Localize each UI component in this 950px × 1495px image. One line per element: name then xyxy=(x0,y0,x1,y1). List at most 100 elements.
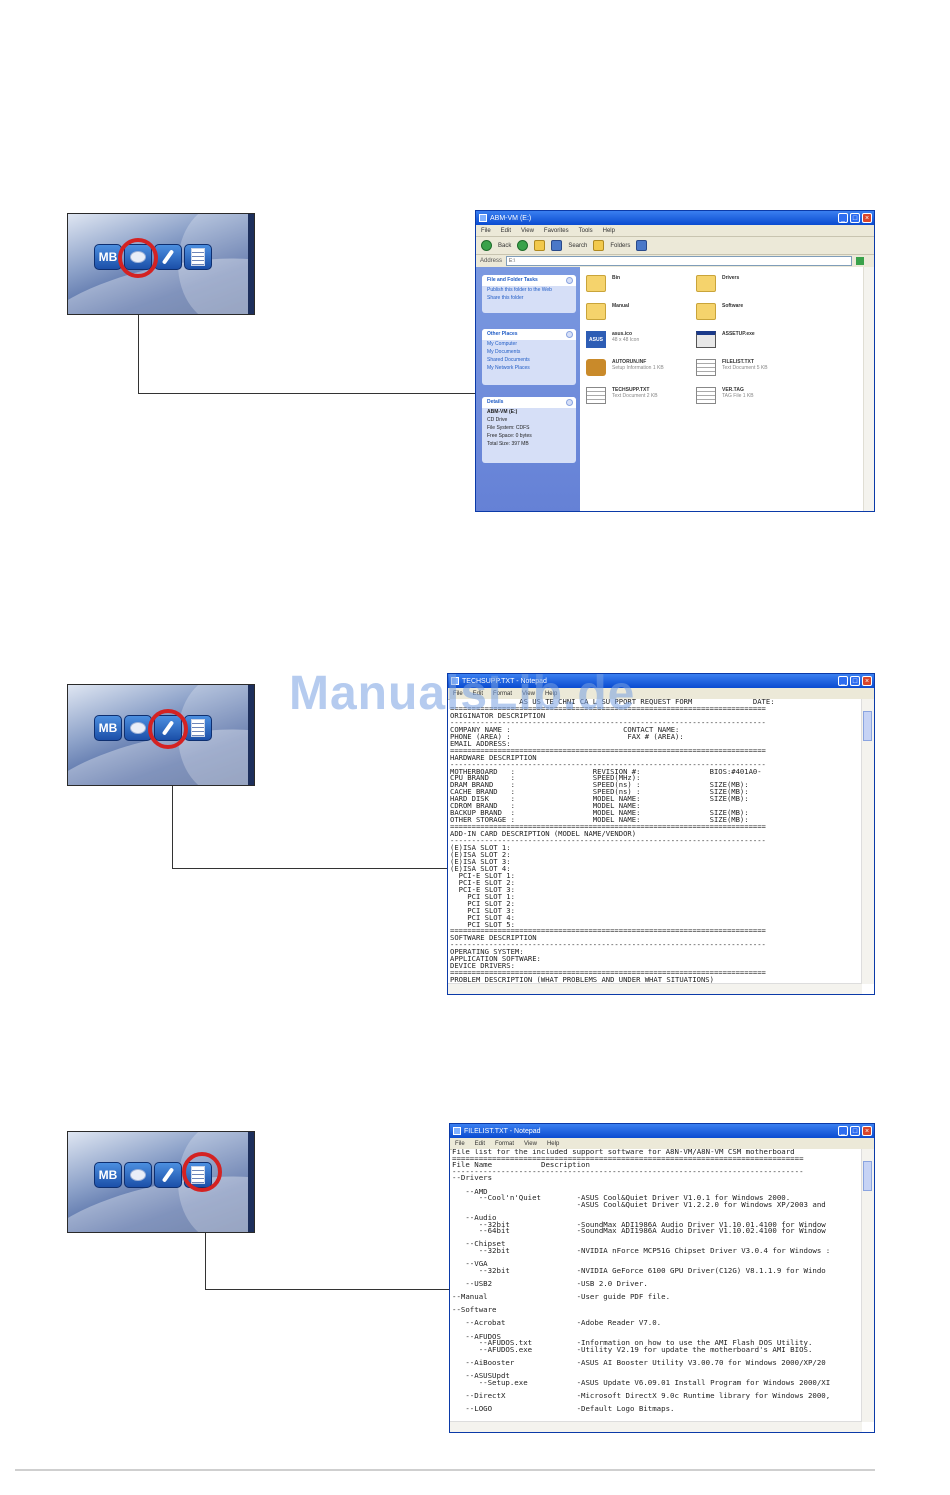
address-input[interactable]: E:\ xyxy=(506,256,852,266)
minimize-button[interactable]: _ xyxy=(838,676,848,686)
mb-icon[interactable]: MB xyxy=(94,244,122,270)
notepad-text-area[interactable]: AS US TE CHNI CA L SU PPORT REQUEST FORM… xyxy=(450,699,862,984)
menu-edit[interactable]: Edit xyxy=(472,690,484,697)
launcher-panel-filelist: MB xyxy=(67,1131,255,1233)
menu-help[interactable]: Help xyxy=(602,227,615,234)
maximize-button[interactable]: □ xyxy=(850,676,860,686)
text-line: --AiBooster -ASUS AI Booster Utility V3.… xyxy=(452,1358,826,1367)
folders-icon[interactable] xyxy=(593,240,605,251)
utility-icon[interactable] xyxy=(154,1162,182,1188)
close-button[interactable]: × xyxy=(862,676,872,686)
text-line: PCI SLOT 1: xyxy=(450,891,515,901)
folders-button[interactable]: Folders xyxy=(610,242,631,249)
menu-favorites[interactable]: Favorites xyxy=(543,227,569,234)
notepad-text-area[interactable]: File list for the included support softw… xyxy=(452,1149,862,1422)
text-line: DRAM BRAND : SPEED(ns) : SIZE(MB): xyxy=(450,780,749,790)
menu-view[interactable]: View xyxy=(524,1140,537,1147)
details-line: Free Space: 0 bytes xyxy=(487,433,532,439)
place-link[interactable]: My Network Places xyxy=(487,365,530,371)
menu-format[interactable]: Format xyxy=(493,690,513,697)
views-icon[interactable] xyxy=(636,240,648,251)
minimize-button[interactable]: _ xyxy=(838,213,848,223)
text-line xyxy=(452,1367,862,1374)
text-line: ========================================… xyxy=(450,703,766,713)
collapse-icon[interactable] xyxy=(566,331,573,338)
task-link[interactable]: Publish this folder to the Web xyxy=(487,287,552,293)
text-line: --AFUDOS.txt -Information on how to use … xyxy=(452,1338,813,1348)
text-line: SOFTWARE DESCRIPTION xyxy=(450,933,537,943)
file-folder-tasks: File and Folder Tasks Publish this folde… xyxy=(482,275,576,313)
minimize-button[interactable]: _ xyxy=(838,1126,848,1136)
back-button[interactable]: Back xyxy=(498,242,512,249)
menu-help[interactable]: Help xyxy=(546,1140,560,1147)
scroll-thumb[interactable] xyxy=(863,711,872,741)
menu-help[interactable]: Help xyxy=(544,690,558,697)
text-line: CDROM BRAND : MODEL NAME: xyxy=(450,801,641,811)
notepad-titlebar[interactable]: TECHSUPP.TXT - Notepad _ □ × xyxy=(448,674,874,688)
search-button[interactable]: Search xyxy=(568,242,588,249)
text-line: OTHER STORAGE : MODEL NAME: SIZE(MB): xyxy=(450,815,749,825)
text-line: -ASUS Cool&Quiet Driver V1.2.2.0 for Win… xyxy=(452,1199,826,1209)
menu-file[interactable]: File xyxy=(455,1140,465,1147)
menu-format[interactable]: Format xyxy=(495,1140,515,1147)
text-line: PCI SLOT 4: xyxy=(450,912,515,922)
mb-icon[interactable]: MB xyxy=(94,1162,122,1188)
manual-icon[interactable] xyxy=(184,715,212,741)
file-item[interactable]: ASSETUP.exe xyxy=(696,329,796,355)
cd-icon[interactable] xyxy=(124,1162,152,1188)
collapse-icon[interactable] xyxy=(566,399,573,406)
close-button[interactable]: × xyxy=(862,213,872,223)
text-line: --Audio xyxy=(452,1212,497,1222)
folder-item[interactable]: Manual xyxy=(586,301,686,327)
text-line xyxy=(452,1208,862,1215)
text-line: --Manual -User guide PDF file. xyxy=(452,1292,671,1302)
asus-icon: ASUS xyxy=(586,331,606,348)
folder-item[interactable]: Bin xyxy=(586,273,686,299)
folder-item[interactable]: Drivers xyxy=(696,273,796,299)
text-line: PROBLEM DESCRIPTION (WHAT PROBLEMS AND U… xyxy=(450,975,714,984)
notepad-titlebar[interactable]: FILELIST.TXT - Notepad _ □ × xyxy=(450,1124,874,1138)
scroll-thumb[interactable] xyxy=(863,1161,872,1191)
collapse-icon[interactable] xyxy=(566,277,573,284)
task-link[interactable]: Share this folder xyxy=(487,295,524,301)
utility-icon[interactable] xyxy=(154,244,182,270)
mb-icon[interactable]: MB xyxy=(94,715,122,741)
go-icon[interactable] xyxy=(856,257,864,265)
folder-item[interactable]: Software xyxy=(696,301,796,327)
up-folder-icon[interactable] xyxy=(534,240,546,251)
maximize-button[interactable]: □ xyxy=(850,213,860,223)
menu-edit[interactable]: Edit xyxy=(500,227,512,234)
menu-view[interactable]: View xyxy=(521,227,534,234)
manual-icon[interactable] xyxy=(184,244,212,270)
vertical-scrollbar[interactable] xyxy=(861,1149,874,1422)
close-button[interactable]: × xyxy=(862,1126,872,1136)
menu-tools[interactable]: Tools xyxy=(578,227,593,234)
horizontal-scrollbar[interactable] xyxy=(448,983,862,994)
back-icon[interactable] xyxy=(481,240,492,251)
place-link[interactable]: Shared Documents xyxy=(487,357,530,363)
maximize-button[interactable]: □ xyxy=(850,1126,860,1136)
text-line: --AMD xyxy=(452,1186,488,1196)
search-icon[interactable] xyxy=(551,240,563,251)
details-line: File System: CDFS xyxy=(487,425,530,431)
explorer-titlebar[interactable]: ABM-VM (E:) _ □ × xyxy=(476,211,874,225)
place-link[interactable]: My Computer xyxy=(487,341,518,347)
forward-icon[interactable] xyxy=(517,240,529,251)
horizontal-scrollbar[interactable] xyxy=(450,1421,862,1432)
menu-file[interactable]: File xyxy=(481,227,491,234)
vertical-scrollbar[interactable] xyxy=(861,699,874,984)
text-line: --LOGO -Default Logo Bitmaps. xyxy=(452,1404,675,1414)
text-line: --Software xyxy=(452,1305,497,1315)
menu-edit[interactable]: Edit xyxy=(474,1140,486,1147)
place-link[interactable]: My Documents xyxy=(487,349,521,355)
text-line: ADD-IN CARD DESCRIPTION (MODEL NAME/VEND… xyxy=(450,829,637,839)
vertical-scrollbar[interactable] xyxy=(863,267,874,511)
menu-view[interactable]: View xyxy=(522,690,535,697)
menu-file[interactable]: File xyxy=(453,690,463,697)
text-line: OPERATING SYSTEM: xyxy=(450,947,524,957)
